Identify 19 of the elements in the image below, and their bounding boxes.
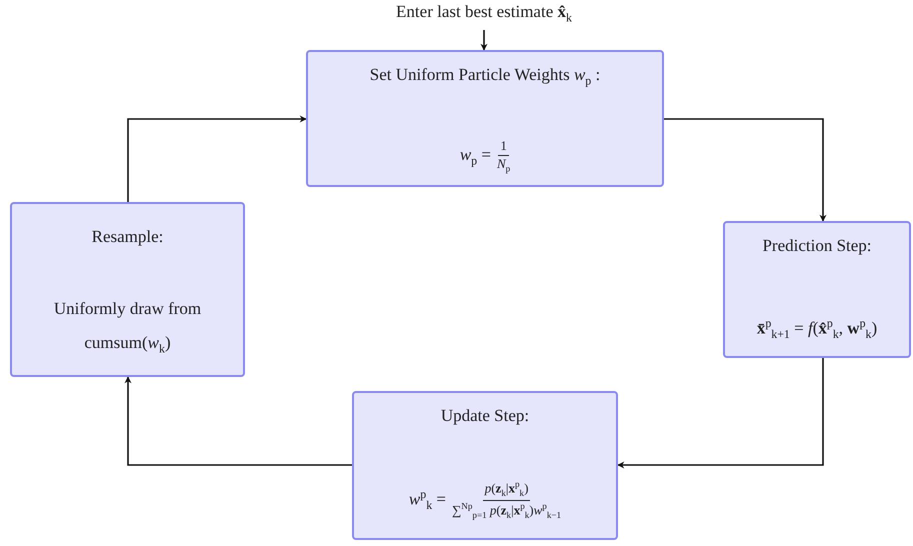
arrow	[617, 358, 824, 468]
process-box	[306, 50, 664, 187]
fraction: 1 N$_{p}$	[496, 138, 510, 176]
box-heading: Prediction Step:	[761, 235, 873, 257]
formula: w$_{p}$ =	[460, 144, 491, 168]
arrow	[664, 118, 826, 222]
arrow	[480, 30, 488, 51]
arrow	[124, 376, 352, 466]
process-box	[10, 202, 245, 377]
formula: x̄$^{p}$$_{k+1}$ = f(x̂$^{p}$$_{k}$, w$^{p}$$_{k}$)	[756, 315, 878, 342]
box-heading: Update Step:	[440, 405, 530, 427]
formula: w$^{p}$$_{k}$ =	[408, 487, 446, 514]
input-label: Enter last best estimate x̂$_{k}$	[380, 2, 588, 24]
box-heading: Set Uniform Particle Weights w$_{p}$ :	[368, 64, 602, 88]
formula: Uniformly draw from cumsum(w$_{k}$)	[52, 298, 202, 358]
process-box	[352, 391, 618, 540]
arrow	[127, 116, 307, 202]
box-heading: Resample:	[90, 226, 164, 248]
process-box	[723, 221, 911, 358]
